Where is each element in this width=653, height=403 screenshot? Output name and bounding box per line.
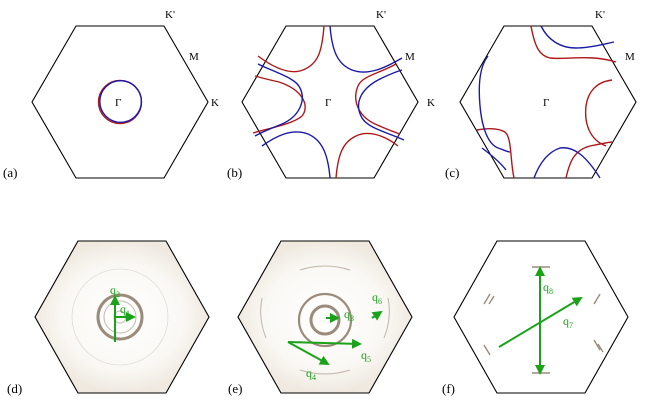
kprime-point-label: K' [376,9,386,21]
panel-b: Γ K K' M (b) [227,9,435,180]
panel-d: q2 q1 (d) [7,240,210,396]
kprime-point-label: K' [595,9,605,21]
k-point-label: K [211,97,219,109]
q4-label: q4 [306,366,316,382]
brillouin-zone-hexagon [31,25,209,179]
panel-label: (e) [228,381,242,396]
gamma-point-label: Γ [115,97,121,109]
q1-label: q1 [120,302,130,318]
panel-f: q8 q7 (f) [442,240,629,396]
q8-label: q8 [543,280,553,296]
q-vectors [287,310,383,365]
brillouin-zone-hexagon [237,240,413,394]
panel-label: (f) [442,381,455,396]
panel-c: Γ K' M (c) [445,9,637,180]
fermi-surface-blue [254,25,405,179]
m-point-label: M [625,51,635,63]
q3-label: q3 [344,307,354,323]
panel-e: q6 q3 q5 q4 (e) [228,240,413,396]
q5-label: q5 [361,348,371,364]
q-vectors [498,266,583,375]
q7-label: q7 [563,314,573,330]
fermi-surface-blue [99,79,143,123]
fermi-surface-blue [478,25,615,179]
gamma-point-label: Γ [325,97,331,109]
brillouin-zone-hexagon [459,25,637,179]
k-point-label: K [427,97,435,109]
panel-label: (d) [7,381,22,396]
q6-label: q6 [372,290,382,306]
fermi-surface-red [476,25,617,179]
panel-label: (c) [445,165,459,180]
m-point-label: M [405,51,415,63]
panel-label: (b) [227,165,242,180]
gamma-point-label: Γ [543,97,549,109]
brillouin-zone-hexagon [241,25,419,179]
m-point-label: M [189,51,199,63]
panel-label: (a) [3,165,17,180]
panel-a: Γ K K' M (a) [3,9,219,180]
q-vectors [110,295,136,342]
kprime-point-label: K' [165,9,175,21]
q2-label: q2 [110,283,120,299]
